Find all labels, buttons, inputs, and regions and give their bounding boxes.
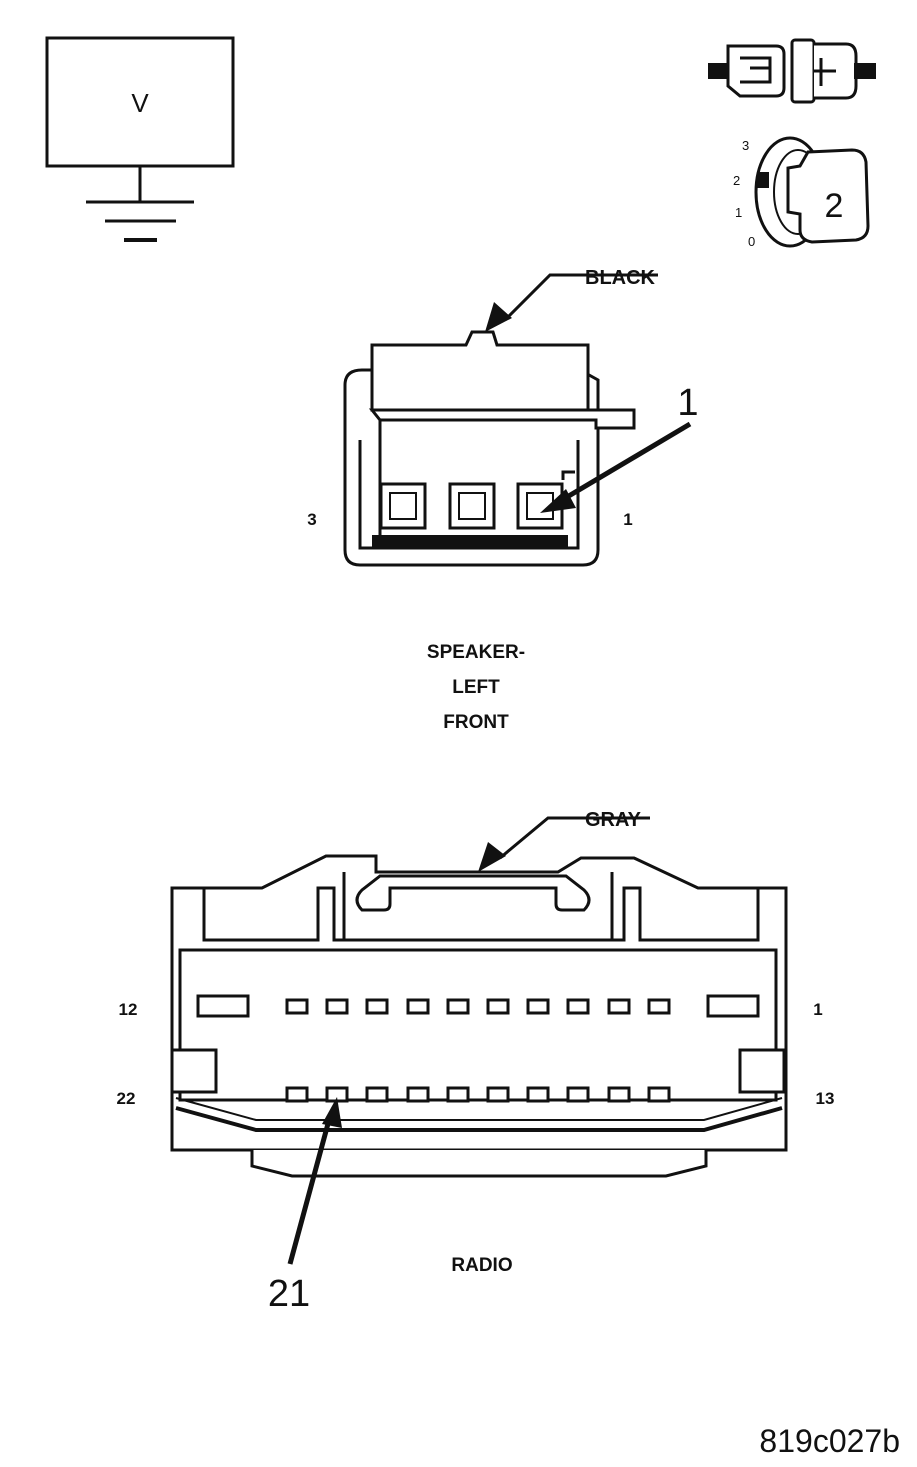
ignition-position-2: 2 xyxy=(733,173,740,188)
ignition-selected-position: 2 xyxy=(825,187,844,225)
radio-row2-right-label: 13 xyxy=(816,1089,835,1108)
figure-id: 819c027b xyxy=(759,1423,900,1459)
radio-row2-left-label: 22 xyxy=(117,1089,136,1108)
speaker-callout-number: 1 xyxy=(677,382,698,424)
radio-connector-color: GRAY xyxy=(585,809,642,831)
ignition-position-3: 3 xyxy=(742,138,749,153)
speaker-connector-name-line-3: FRONT xyxy=(443,712,509,733)
speaker-connector-name-line-1: SPEAKER- xyxy=(427,642,525,663)
speaker-connector: BLACK 3 1 1 SPEAKER- LEFT FRONT xyxy=(307,267,698,733)
radio-row1-right-label: 1 xyxy=(813,1000,822,1019)
radio-callout-number: 21 xyxy=(268,1273,310,1315)
ignition-switch-icon: 3 2 1 0 2 xyxy=(733,136,870,249)
speaker-pin-right-label: 1 xyxy=(623,510,632,529)
voltmeter-label: V xyxy=(131,88,149,118)
radio-connector-name: RADIO xyxy=(451,1255,512,1276)
ignition-position-0: 0 xyxy=(748,234,755,249)
radio-connector: GRAY xyxy=(117,809,835,1315)
speaker-pin-left-label: 3 xyxy=(307,510,316,529)
connector-disconnect-icon xyxy=(708,38,876,104)
voltmeter-symbol: V xyxy=(45,36,235,242)
ignition-position-1: 1 xyxy=(735,205,742,220)
speaker-connector-name-line-2: LEFT xyxy=(452,677,500,698)
speaker-connector-color: BLACK xyxy=(585,267,656,289)
radio-row1-left-label: 12 xyxy=(119,1000,138,1019)
